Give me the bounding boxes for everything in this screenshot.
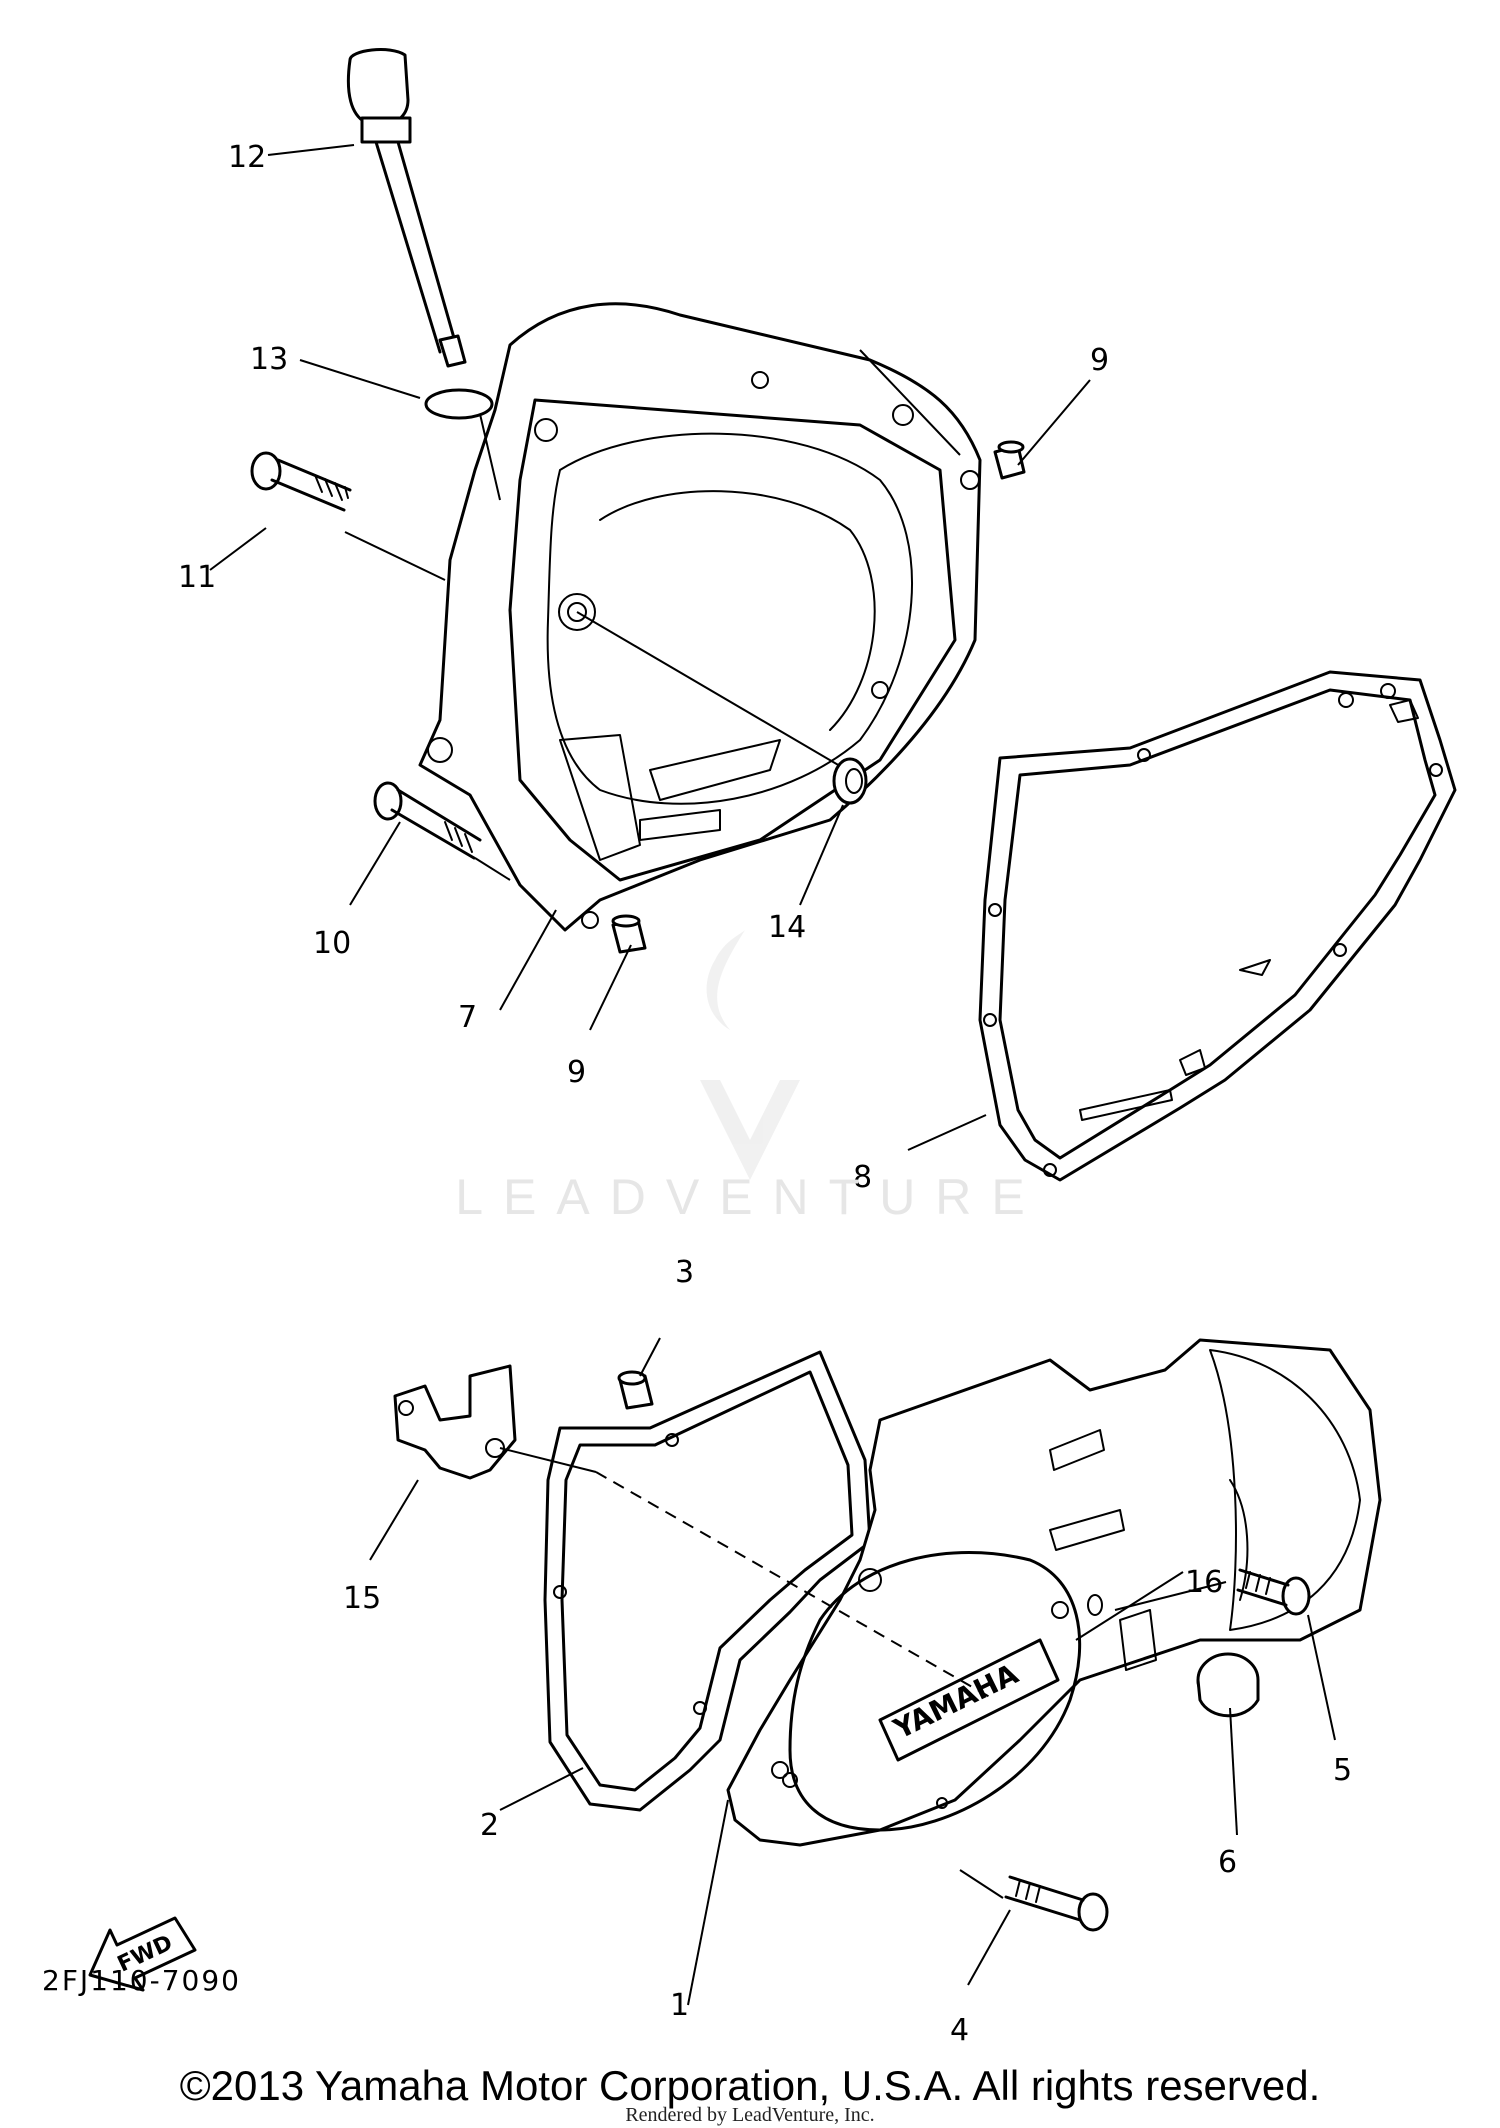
callout-9-upper: 9: [1090, 343, 1109, 378]
bolt-11-part: [250, 451, 352, 512]
o-ring-part: [424, 388, 494, 420]
gasket-lower-part: [543, 1350, 872, 1812]
callout-10: 10: [313, 926, 351, 961]
bracket-15-part: [393, 1364, 517, 1480]
callout-4: 4: [950, 2013, 969, 2048]
callout-8: 8: [853, 1160, 872, 1195]
callout-numbers: 12 13 11 9 10 14 7 9 8 3 15 16 5 2 6 1 4: [178, 140, 1352, 2048]
bolt-4-part: [1004, 1875, 1109, 1932]
plug-cap-6-part: [1196, 1652, 1260, 1718]
callout-5: 5: [1333, 1753, 1352, 1788]
dipstick-part: [346, 48, 467, 368]
callout-1: 1: [670, 1988, 689, 2023]
leader-lines: [209, 144, 1336, 2006]
dowel-pin-upper: [993, 440, 1026, 480]
copyright-notice: ©2013 Yamaha Motor Corporation, U.S.A. A…: [179, 2062, 1321, 2109]
bolt-5-part: [1236, 1568, 1311, 1616]
callout-11: 11: [178, 560, 216, 595]
callout-13: 13: [250, 342, 288, 377]
dowel-pin-3: [617, 1370, 654, 1410]
crankcase-cover-lower-part: YAMAHA: [726, 1338, 1382, 1847]
callout-6: 6: [1218, 1845, 1237, 1880]
callout-15: 15: [343, 1581, 381, 1616]
crankcase-cover-part: [418, 302, 982, 932]
dowel-pin-lower: [611, 914, 647, 954]
callout-16: 16: [1185, 1565, 1223, 1600]
bolt-10-part: [373, 781, 482, 860]
gasket-upper-part: [978, 670, 1457, 1182]
rendered-by-credit: Rendered by LeadVenture, Inc.: [625, 2104, 875, 2126]
callout-14: 14: [768, 910, 806, 945]
callout-7: 7: [458, 1000, 477, 1035]
leadventure-watermark-logo: [700, 930, 800, 1180]
diagram-part-code: 2FJ110-7090: [42, 1964, 241, 1997]
callout-12: 12: [228, 140, 266, 175]
oil-seal-part: [832, 757, 868, 805]
callout-9-lower: 9: [567, 1055, 586, 1090]
callout-3: 3: [675, 1255, 694, 1290]
watermark-text: LEADVENTURE: [455, 1169, 1045, 1225]
callout-2: 2: [480, 1808, 499, 1843]
